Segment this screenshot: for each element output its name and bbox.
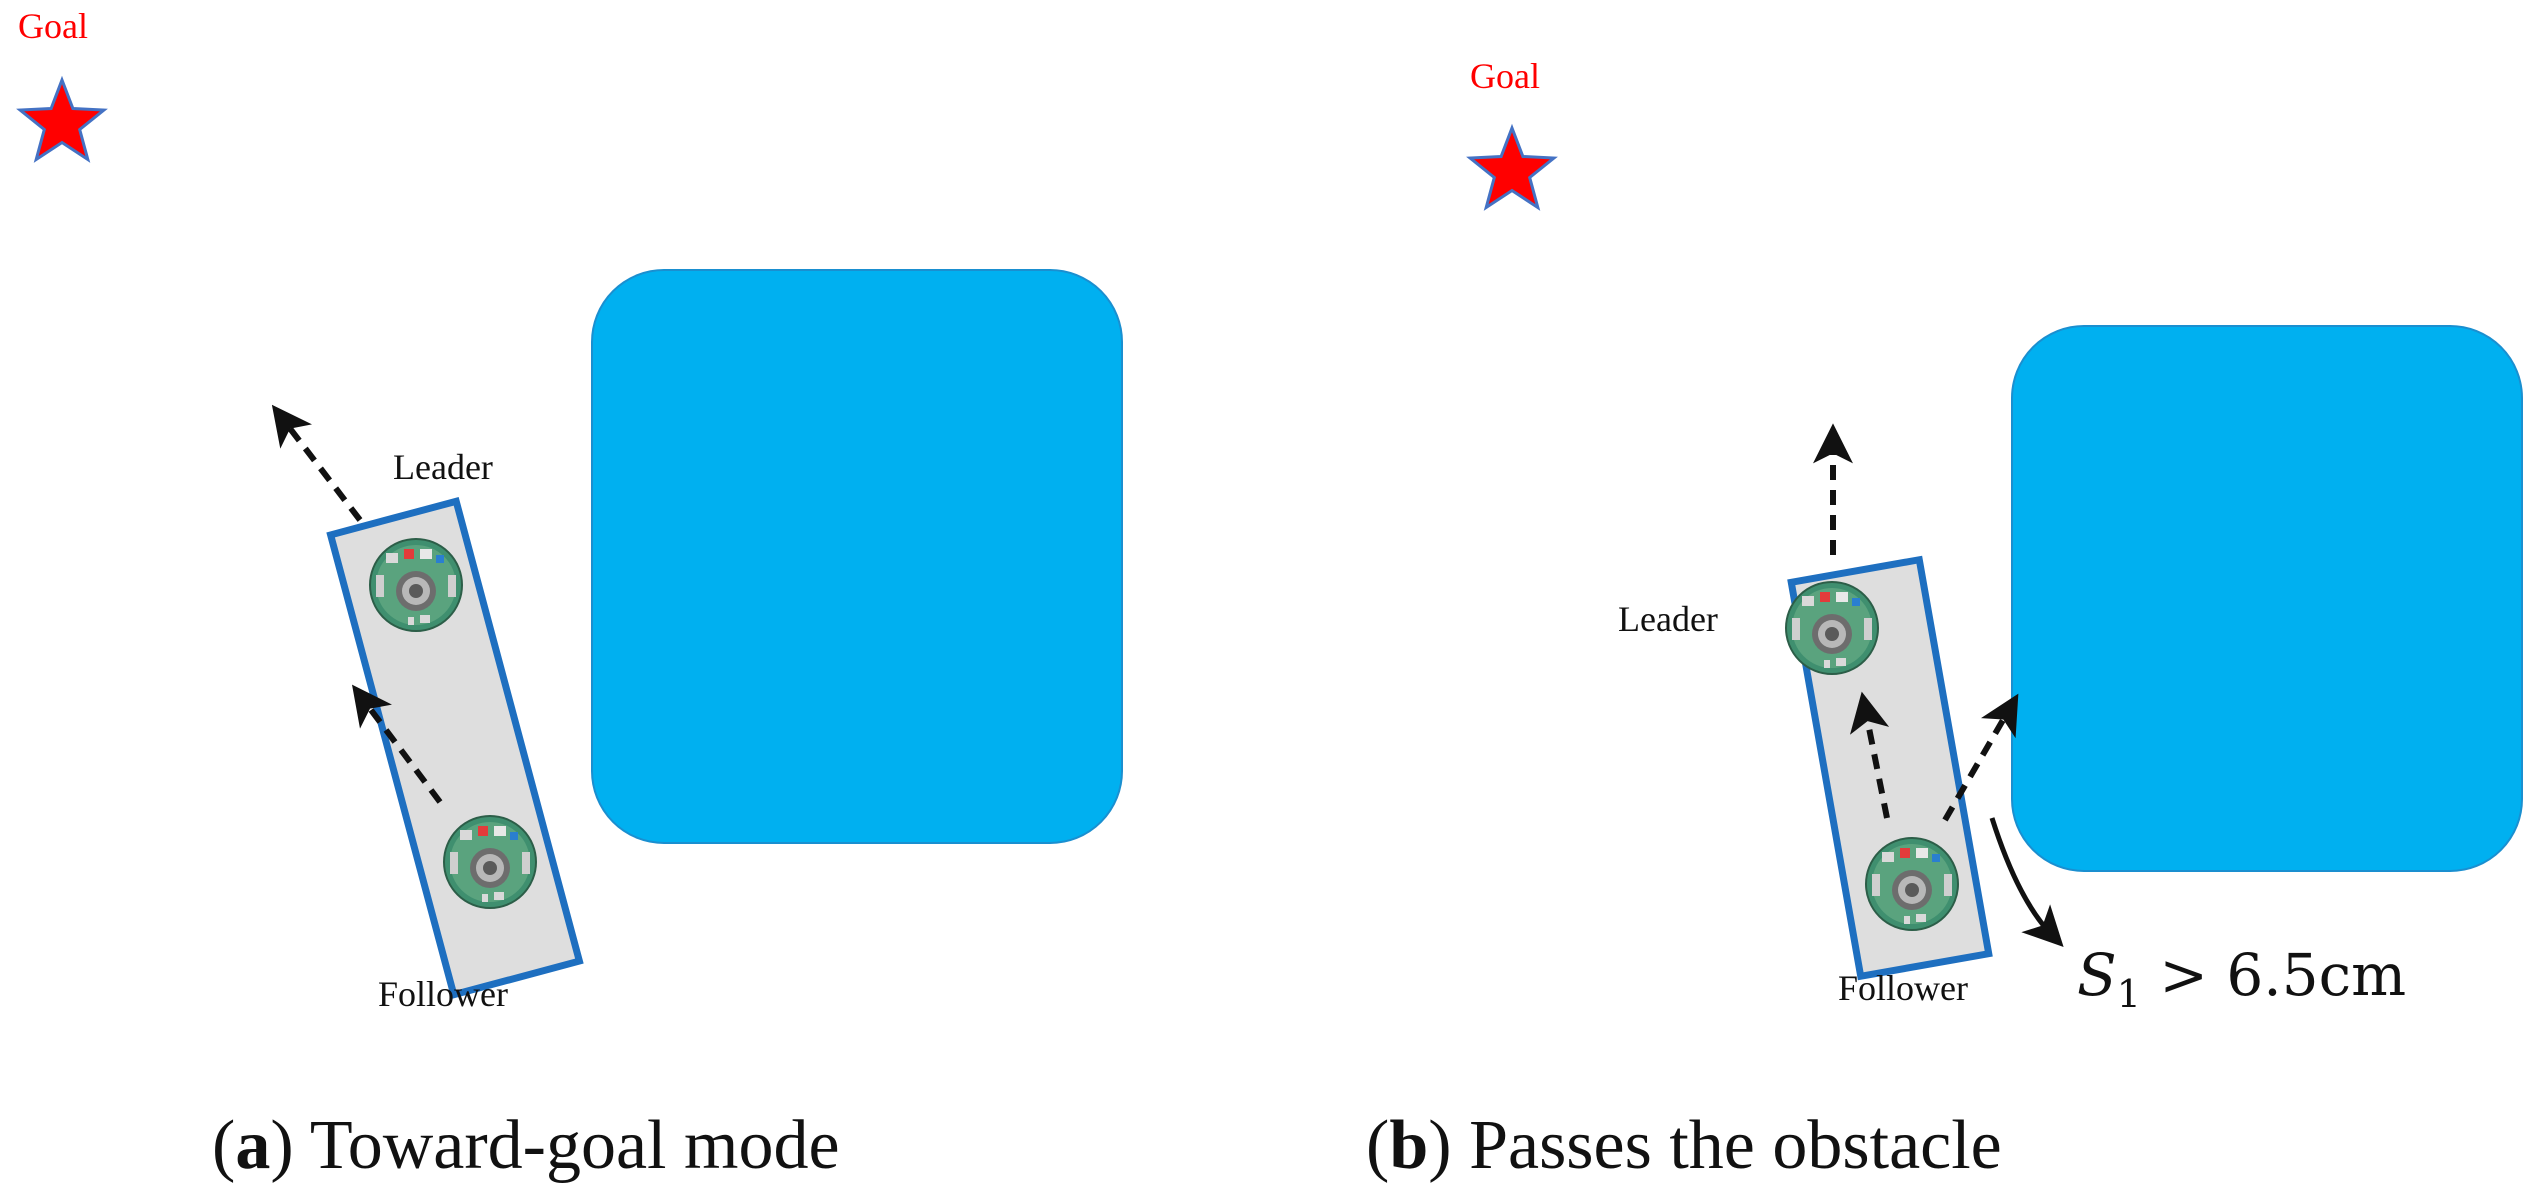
obstacle-block-b (2011, 325, 2523, 872)
caption-text-b: Passes the obstacle (1469, 1107, 2002, 1184)
caption-text-a: Toward-goal mode (310, 1107, 840, 1184)
robot-icon (443, 815, 537, 909)
caption-a: (a) Toward-goal mode (212, 1107, 840, 1184)
arrow-icon (1849, 691, 1890, 819)
star-icon (16, 75, 108, 163)
arrow-icon (352, 684, 443, 804)
arrow-icon (271, 404, 363, 522)
condition-relation: > 6.5cm (2141, 941, 2406, 1009)
follower-label-b: Follower (1838, 968, 1968, 1008)
curved-arrow-icon (1989, 817, 2064, 947)
condition-subscript: 1 (2117, 972, 2141, 1016)
robot-icon (1785, 581, 1879, 675)
caption-letter-b: b (1389, 1107, 1428, 1184)
star-icon (1466, 123, 1558, 211)
condition-symbol: S (2077, 941, 2117, 1009)
arrow-icon (1942, 693, 2019, 822)
panel-b: Goal Leader Follower S1 > 6.5cm (b) Pass… (1366, 56, 2523, 1184)
goal-label-a: Goal (18, 6, 88, 46)
panel-a: Goal Leader Follower (a) Toward-goal mod… (16, 6, 1123, 1184)
goal-label-b: Goal (1470, 56, 1540, 96)
robot-icon (369, 538, 463, 632)
leader-label-b: Leader (1618, 599, 1718, 639)
obstacle-block-a (591, 269, 1123, 844)
leader-label-a: Leader (393, 447, 493, 487)
caption-letter-a: a (235, 1107, 270, 1184)
follower-label-a: Follower (378, 974, 508, 1014)
caption-b: (b) Passes the obstacle (1366, 1107, 2002, 1184)
condition-label-b: S1 > 6.5cm (2077, 941, 2406, 1016)
robot-icon (1865, 837, 1959, 931)
